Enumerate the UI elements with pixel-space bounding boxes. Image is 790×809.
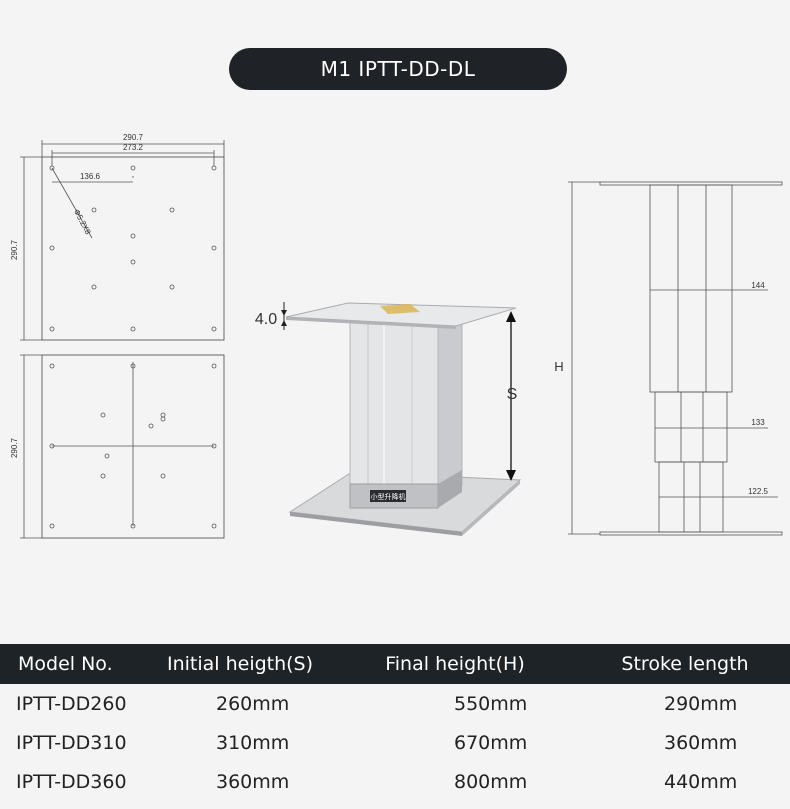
model-title: M1 IPTT-DD-DL bbox=[229, 48, 567, 90]
table-row: IPTT-DD360 360mm 800mm 440mm bbox=[0, 762, 790, 801]
stage3-dim: 122.5 bbox=[748, 487, 769, 496]
plate-thickness-label: 4.0 bbox=[255, 311, 277, 328]
cell-stroke-length: 360mm bbox=[664, 731, 738, 754]
dim-side-top: 290.7 bbox=[10, 239, 19, 260]
table-header: Model No. Initial heigth(S) Final height… bbox=[0, 644, 790, 684]
technical-drawings: 290.7 273.2 136.6 290.7 Φ5.2X8 290.7 bbox=[10, 133, 783, 539]
badge-text: 小型升降机 bbox=[371, 492, 406, 501]
cell-model: IPTT-DD260 bbox=[16, 692, 127, 715]
cell-stroke-length: 290mm bbox=[664, 692, 738, 715]
header-model: Model No. bbox=[18, 653, 113, 675]
dim-overall-width: 290.7 bbox=[123, 133, 144, 142]
header-stroke-length: Stroke length bbox=[621, 653, 749, 675]
spec-table: Model No. Initial heigth(S) Final height… bbox=[0, 644, 790, 801]
height-label: H bbox=[554, 359, 563, 374]
stroke-label: S bbox=[507, 386, 518, 403]
table-row: IPTT-DD260 260mm 550mm 290mm bbox=[0, 684, 790, 723]
header-final-height: Final height(H) bbox=[385, 653, 525, 675]
cell-final-height: 550mm bbox=[454, 692, 528, 715]
cell-initial-height: 310mm bbox=[216, 731, 290, 754]
cell-final-height: 670mm bbox=[454, 731, 528, 754]
base-plate-drawing bbox=[20, 354, 225, 539]
cell-stroke-length: 440mm bbox=[664, 770, 738, 793]
cell-initial-height: 260mm bbox=[216, 692, 290, 715]
cell-model: IPTT-DD360 bbox=[16, 770, 127, 793]
dim-hole-span: 273.2 bbox=[123, 143, 144, 152]
side-profile-drawing bbox=[568, 181, 783, 536]
cell-initial-height: 360mm bbox=[216, 770, 290, 793]
cell-model: IPTT-DD310 bbox=[16, 731, 127, 754]
lift-column-render: 小型升降机 bbox=[281, 302, 522, 536]
dim-half-span: 136.6 bbox=[80, 172, 101, 181]
table-row: IPTT-DD310 310mm 670mm 360mm bbox=[0, 723, 790, 762]
cell-final-height: 800mm bbox=[454, 770, 528, 793]
dim-hole: Φ5.2X8 bbox=[72, 208, 93, 237]
stage2-dim: 133 bbox=[751, 418, 765, 427]
top-plate-drawing bbox=[20, 140, 225, 341]
dim-side-bottom: 290.7 bbox=[10, 437, 19, 458]
header-initial-height: Initial heigth(S) bbox=[166, 653, 314, 675]
stage1-dim: 144 bbox=[751, 281, 765, 290]
